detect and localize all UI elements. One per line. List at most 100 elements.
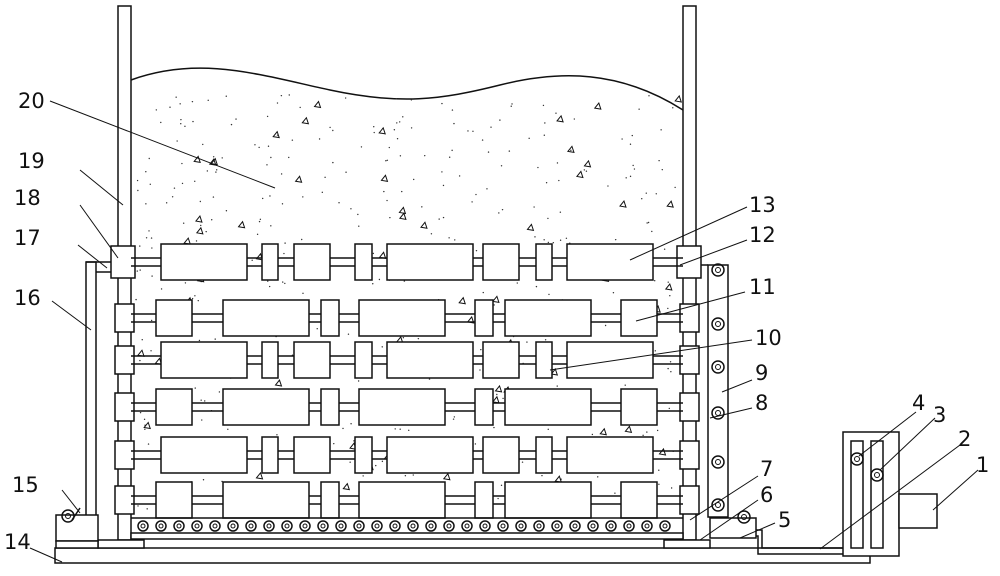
material-particle [274,379,283,387]
material-dot [633,168,636,170]
material-dot [496,393,498,396]
roller-center [518,523,524,529]
module-block [620,481,658,519]
right-drive-box [709,510,757,539]
material-dot [283,252,285,255]
material-dot [442,216,445,219]
material-dot [475,193,477,196]
module-block [261,341,279,379]
material-dot [144,428,146,430]
support-feet [97,539,711,549]
material-dot [500,484,503,487]
material-particle [255,471,264,480]
material-dot [136,270,138,272]
material-dot [624,384,626,386]
roller-center [176,523,182,529]
module-block [293,436,331,474]
module-block [358,299,446,337]
module-rows [131,243,683,519]
module-block [293,243,331,281]
material-dot [597,476,599,478]
module-block [535,341,553,379]
material-particle [313,100,322,109]
roller-icon [461,520,473,532]
material-particle [491,295,500,303]
material-dot [385,160,387,162]
roller-center [536,523,542,529]
module-row [131,243,683,281]
material-dot [399,155,402,157]
material-dot [403,280,406,282]
material-particle [301,116,310,125]
roller-center [590,523,596,529]
module-block [222,388,310,426]
bolt-icon [711,498,725,512]
material-dot [373,125,375,128]
module-block [566,341,654,379]
leader-lines [29,100,979,563]
material-dot [181,162,183,165]
material-dot [452,418,455,420]
material-dot [215,169,218,171]
connector-block [676,245,702,279]
material-dot [160,288,163,290]
roller-icon [281,520,293,532]
material-dot [350,423,352,425]
roller-icon [623,520,635,532]
module-block [354,243,373,281]
material-dot [669,295,671,297]
rollers [137,520,671,532]
material-dot [381,346,383,348]
material-dot [543,134,546,136]
material-dot [658,159,660,162]
material-dot [212,196,215,198]
material-dot [266,115,269,118]
material-dot [301,238,303,241]
material-dot [448,156,451,158]
roller-center [194,523,200,529]
material-dot [537,166,539,169]
material-dot [205,230,207,233]
material-dot [631,134,633,137]
module-block [222,481,310,519]
material-dot [555,112,557,114]
material-dot [150,319,153,322]
callout-5: 5 [778,508,791,532]
material-dot [344,97,347,99]
callout-6: 6 [760,483,773,507]
material-dot [194,387,196,389]
roller-icon [659,520,671,532]
material-dot [629,143,632,145]
material-dot [516,282,518,284]
material-dot [373,131,375,134]
material-dot [200,224,202,227]
module-block [160,341,248,379]
material-dot [268,285,271,288]
material-dot [291,139,294,141]
material-dot [267,145,270,147]
material-dot [386,199,388,202]
material-dot [654,280,656,282]
material-particle [458,296,466,305]
material-dot [454,239,456,241]
material-particle [183,237,191,245]
module-block [354,436,373,474]
material-dot [656,429,659,432]
material-particle [583,159,592,168]
material-dot [543,239,545,241]
roller-center [374,523,380,529]
material-particle [143,421,151,430]
connector-block [679,303,700,333]
material-dot [150,237,153,239]
module-block [155,299,193,337]
roller-icon [353,520,365,532]
roller-center [626,523,632,529]
material-dot [145,203,147,205]
callout-19: 19 [18,149,45,173]
roller-icon [155,520,167,532]
callout-9: 9 [755,361,768,385]
material-particle [658,447,667,456]
material-dot [386,159,389,161]
roller-icon [299,520,311,532]
material-dot [651,230,653,233]
